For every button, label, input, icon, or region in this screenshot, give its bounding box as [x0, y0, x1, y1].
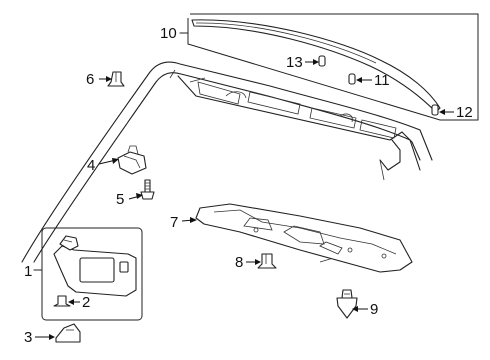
callout-3: 3	[24, 329, 32, 346]
callout-1: 1	[24, 263, 32, 280]
callout-5: 5	[116, 191, 124, 208]
clip-12	[431, 104, 439, 116]
callout-2: 2	[82, 294, 90, 311]
lamp-9	[336, 289, 358, 319]
callout-10: 10	[160, 25, 177, 42]
leader-lines	[35, 59, 454, 340]
callout-4: 4	[87, 157, 95, 174]
callout-7: 7	[170, 214, 178, 231]
callout-12: 12	[456, 104, 473, 121]
bracket-6	[107, 71, 125, 87]
callout-8: 8	[235, 254, 243, 271]
overhead-panel-7	[195, 203, 413, 273]
cover-3	[55, 323, 81, 343]
roof-rail-assembly	[179, 13, 479, 121]
clip-13	[318, 55, 326, 67]
callout-13: 13	[286, 54, 303, 71]
visor-clip-2	[53, 295, 71, 307]
bracket-4	[117, 145, 147, 175]
roof-frame	[21, 61, 433, 263]
sun-visor-assembly	[33, 227, 143, 321]
screw-5	[140, 179, 155, 200]
bracket-8	[257, 253, 277, 269]
callout-9: 9	[370, 301, 378, 318]
clip-11	[348, 73, 356, 85]
callout-11: 11	[374, 72, 390, 89]
callout-6: 6	[86, 71, 94, 88]
